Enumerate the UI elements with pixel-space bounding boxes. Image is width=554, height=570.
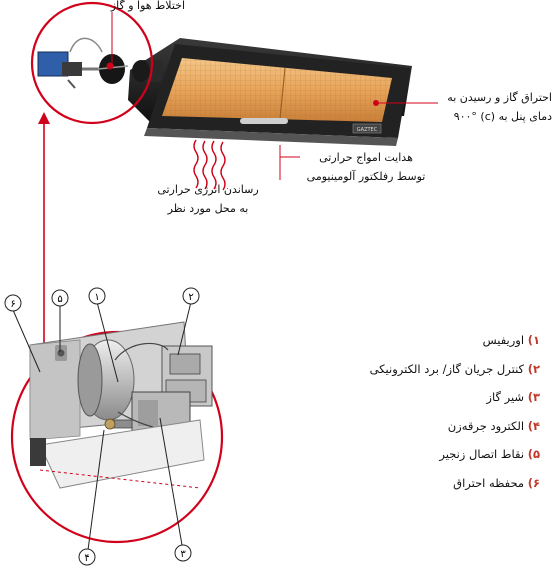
heat-delivery-callout: رساندن انرژی حرارتی به محل مورد نظر xyxy=(148,180,268,218)
heat-delivery-line-2: به محل مورد نظر xyxy=(167,202,249,215)
reflector-callout: هدایت امواج حرارتی توسط رفلکتور آلومینیو… xyxy=(296,148,436,186)
panel-marker-dot xyxy=(373,100,379,106)
marker-2: ۲ xyxy=(182,287,200,305)
zoom-circle-top xyxy=(30,1,154,125)
air-gas-mixing-label: اختلاط هوا و گاز xyxy=(110,0,185,12)
svg-text:۴: ۴ xyxy=(84,553,89,564)
marker-4: ۴ xyxy=(78,548,96,566)
zoom-circle-bottom xyxy=(10,321,224,544)
zoom-link-arrow xyxy=(38,112,50,352)
heater-badge: GAZTEC xyxy=(357,127,378,133)
legend-item: ۱) اوریفیس xyxy=(482,333,540,347)
marker-6: ۶ xyxy=(4,294,22,312)
marker-1: ۱ xyxy=(88,287,106,305)
marker-leaders xyxy=(12,301,192,551)
marker-3: ۳ xyxy=(174,544,192,562)
legend-item: ۴) الکترود جرقه‌زن xyxy=(447,418,540,433)
air-gas-mixer-icon xyxy=(99,54,125,84)
radiant-heater: GAZTEC xyxy=(128,38,412,146)
gas-combustion-callout: احتراق گاز و رسیدن به دمای پنل به (c) ۹۰… xyxy=(432,88,552,126)
svg-text:۱: ۱ xyxy=(94,292,99,303)
svg-text:۲: ۲ xyxy=(188,292,193,303)
parts-legend: ۱) اوریفیس ۲) کنترل جریان گاز/ برد الکتر… xyxy=(330,330,540,501)
aluminium-reflector xyxy=(144,128,398,146)
legend-item: ۳) شیر گاز xyxy=(486,390,540,404)
svg-text:۶: ۶ xyxy=(10,299,15,310)
svg-text:۳: ۳ xyxy=(180,549,186,560)
heat-delivery-line-1: رساندن انرژی حرارتی xyxy=(157,183,259,196)
svg-text:۵: ۵ xyxy=(57,294,62,305)
reflector-line-2: توسط رفلکتور آلومینیومی xyxy=(306,170,426,183)
marker-5: ۵ xyxy=(51,289,69,307)
legend-item: ۶) محفظه احتراق xyxy=(453,475,540,490)
gas-combustion-line-2: دمای پنل به (c) ۹۰۰° xyxy=(453,110,552,123)
gas-combustion-line-1: احتراق گاز و رسیدن به xyxy=(447,91,552,104)
legend-item: ۲) کنترل جریان گاز/ برد الکترونیکی xyxy=(369,361,540,376)
reflector-line-1: هدایت امواج حرارتی xyxy=(319,151,413,164)
heat-waves-icon xyxy=(193,139,226,191)
legend-item: ۵) نقاط اتصال زنجیر xyxy=(439,447,540,461)
